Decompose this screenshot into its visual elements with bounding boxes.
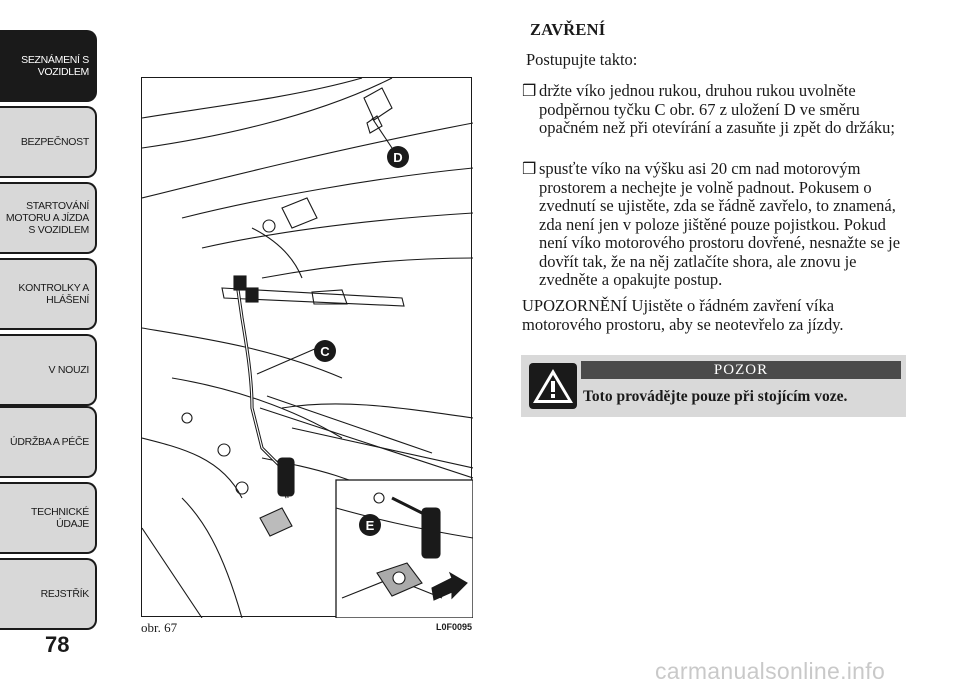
bullet-item: ❒ spusťte víko na výšku asi 20 cm nad mo…: [522, 159, 902, 290]
page-number: 78: [45, 632, 70, 657]
tab-rejstrik[interactable]: REJSTŘÍK: [0, 558, 97, 630]
hood-illustration: D C E: [142, 78, 473, 618]
section-heading: ZAVŘENÍ: [530, 20, 606, 39]
caution-note: UPOZORNĚNÍ Ujistěte o řádném zavření vík…: [522, 296, 844, 334]
intro-text: Postupujte takto:: [526, 50, 638, 69]
watermark: carmanualsonline.info: [655, 658, 886, 684]
tab-seznameni[interactable]: SEZNÁMENÍ S VOZIDLEM: [0, 30, 97, 102]
inset-detail: [335, 479, 473, 618]
svg-text:E: E: [366, 518, 375, 533]
marker-d: D: [387, 146, 409, 168]
marker-c: C: [314, 340, 336, 362]
tab-bezpecnost[interactable]: BEZPEČNOST: [0, 106, 97, 178]
figure-code: L0F0095: [436, 622, 473, 632]
warning-triangle-icon: [529, 363, 577, 409]
figure-caption: obr. 67: [141, 620, 178, 635]
warning-text: Toto provádějte pouze při stojícím voze.: [583, 388, 848, 405]
bullet-text: držte víko jednou rukou, druhou rukou uv…: [539, 81, 895, 137]
svg-text:C: C: [320, 344, 330, 359]
checkbox-bullet-icon: ❒: [522, 83, 537, 100]
tab-startovani[interactable]: STARTOVÁNÍ MOTORU A JÍZDA S VOZIDLEM: [0, 182, 97, 254]
marker-e: E: [359, 514, 381, 536]
bullet-item: ❒ držte víko jednou rukou, druhou rukou …: [522, 81, 902, 138]
tab-v-nouzi[interactable]: V NOUZI: [0, 334, 97, 406]
warning-title: POZOR: [581, 361, 901, 379]
tab-kontrolky[interactable]: KONTROLKY A HLÁŠENÍ: [0, 258, 97, 330]
svg-text:D: D: [393, 150, 402, 165]
tab-udrzba[interactable]: ÚDRŽBA A PÉČE: [0, 406, 97, 478]
tab-technicke[interactable]: TECHNICKÉ ÚDAJE: [0, 482, 97, 554]
checkbox-bullet-icon: ❒: [522, 161, 537, 178]
warning-box: POZOR Toto provádějte pouze při stojícím…: [521, 355, 906, 417]
bullet-text: spusťte víko na výšku asi 20 cm nad moto…: [539, 159, 901, 289]
figure-hood-support: D C E: [141, 77, 473, 618]
